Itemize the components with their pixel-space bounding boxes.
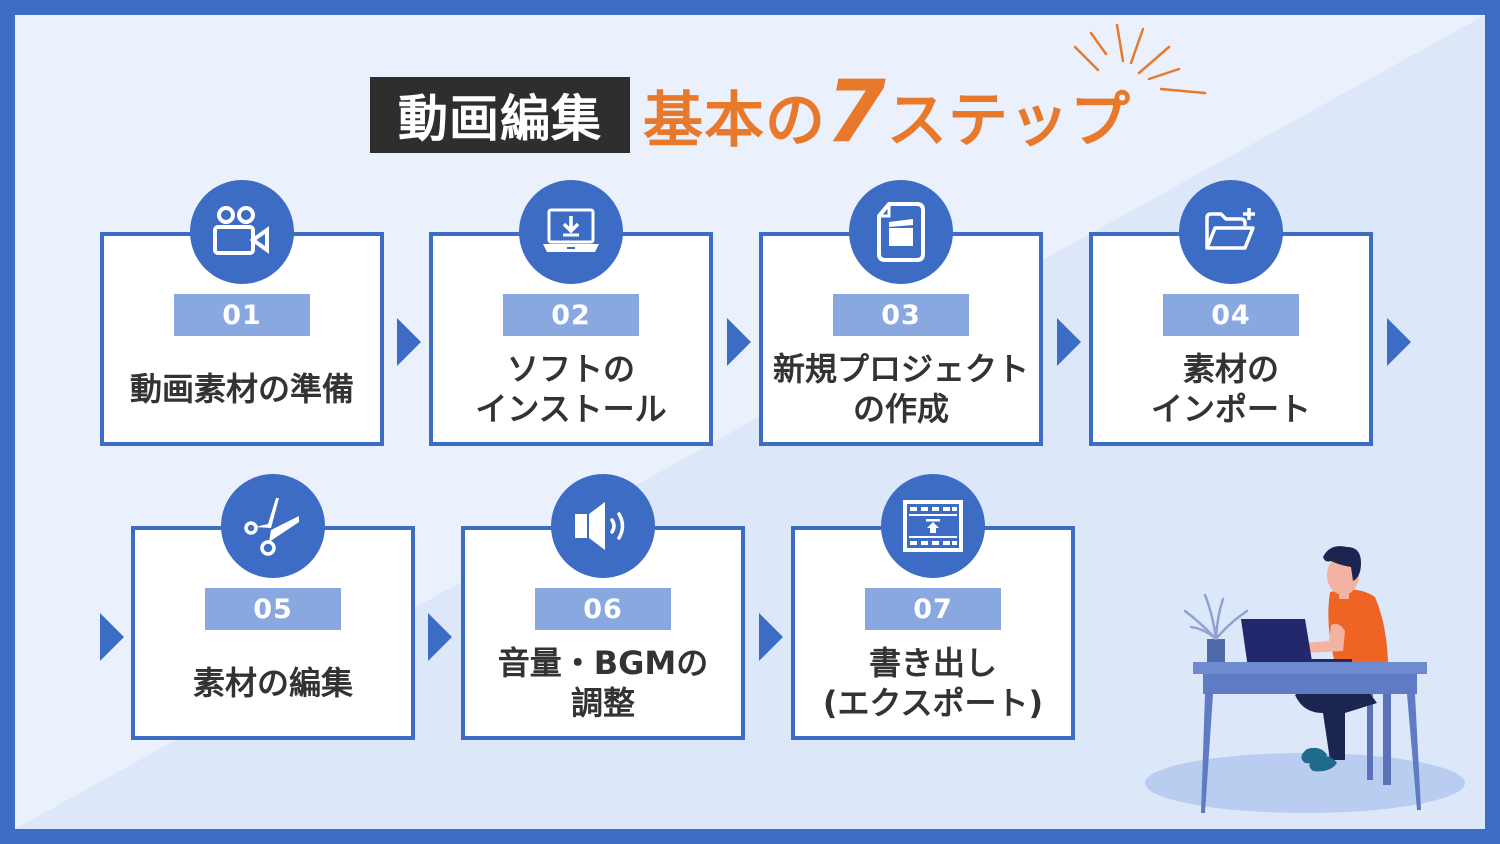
- step-label-line2: の作成: [852, 390, 949, 428]
- step-card-04: 04 素材の インポート: [1089, 180, 1373, 446]
- step-number: 02: [503, 294, 639, 336]
- folder-add-icon: [1205, 208, 1255, 250]
- step-label: ソフトの インストール: [433, 344, 709, 434]
- title-suffix: ステップ: [886, 86, 1131, 156]
- step-number: 07: [865, 588, 1001, 630]
- infographic-canvas: 動画編集 基本の7ステップ 01 動画素材の準備: [15, 15, 1485, 829]
- step-label-line2: (エクスポート): [822, 684, 1044, 722]
- arrow-right-icon: [759, 613, 783, 661]
- step-card-06: 06 音量・BGMの 調整: [461, 474, 745, 740]
- step-card-03: 03 新規プロジェクト の作成: [759, 180, 1043, 446]
- step-label: 動画素材の準備: [104, 344, 380, 434]
- step-label-line1: 素材の編集: [192, 664, 353, 702]
- step-icon-circle: [190, 180, 294, 284]
- step-label-line1: 音量・BGMの: [497, 644, 709, 682]
- step-icon-circle: [881, 474, 985, 578]
- arrow-right-icon: [428, 613, 452, 661]
- step-label: 素材の編集: [135, 638, 411, 728]
- step-icon-circle: [1179, 180, 1283, 284]
- step-label-line1: 新規プロジェクト: [772, 350, 1029, 388]
- scissors-icon: [244, 498, 299, 556]
- video-camera-icon: [213, 206, 269, 255]
- arrow-right-icon: [727, 318, 751, 366]
- step-label: 新規プロジェクト の作成: [763, 344, 1039, 434]
- clapperboard-file-icon: [877, 202, 925, 262]
- step-label-line1: 動画素材の準備: [129, 370, 354, 408]
- step-label: 音量・BGMの 調整: [465, 638, 741, 728]
- step-card-02: 02 ソフトの インストール: [429, 180, 713, 446]
- step-icon-circle: [519, 180, 623, 284]
- step-number: 05: [205, 588, 341, 630]
- step-number: 06: [535, 588, 671, 630]
- title-prefix: 基本の: [643, 86, 826, 156]
- step-label-line2: インストール: [475, 390, 667, 428]
- step-label-line1: 素材の: [1182, 350, 1279, 388]
- film-export-icon: [903, 500, 963, 552]
- person-at-desk-illustration: [1145, 546, 1465, 813]
- arrow-right-icon: [1057, 318, 1081, 366]
- step-number: 03: [833, 294, 969, 336]
- arrow-right-icon: [100, 613, 124, 661]
- step-card-01: 01 動画素材の準備: [100, 180, 384, 446]
- step-label-line2: インポート: [1150, 390, 1311, 428]
- step-icon-circle: [849, 180, 953, 284]
- title-orange-label: 基本の7ステップ: [643, 67, 1131, 166]
- step-icon-circle: [551, 474, 655, 578]
- title-black-label: 動画編集: [370, 77, 630, 153]
- speaker-volume-icon: [575, 502, 625, 550]
- arrow-right-icon: [397, 318, 421, 366]
- step-icon-circle: [221, 474, 325, 578]
- step-card-07: 07 書き出し (エクスポート): [791, 474, 1075, 740]
- step-label-line1: 書き出し: [868, 644, 997, 682]
- step-label-line1: ソフトの: [506, 350, 635, 388]
- title-number: 7: [826, 62, 887, 162]
- laptop-download-icon: [543, 208, 599, 252]
- sparkle-burst-icon: [1073, 23, 1207, 95]
- step-card-05: 05 素材の編集: [131, 474, 415, 740]
- step-label: 書き出し (エクスポート): [795, 638, 1071, 728]
- arrow-right-icon: [1387, 318, 1411, 366]
- step-number: 01: [174, 294, 310, 336]
- step-number: 04: [1163, 294, 1299, 336]
- step-label-line2: 調整: [570, 684, 635, 722]
- step-label: 素材の インポート: [1093, 344, 1369, 434]
